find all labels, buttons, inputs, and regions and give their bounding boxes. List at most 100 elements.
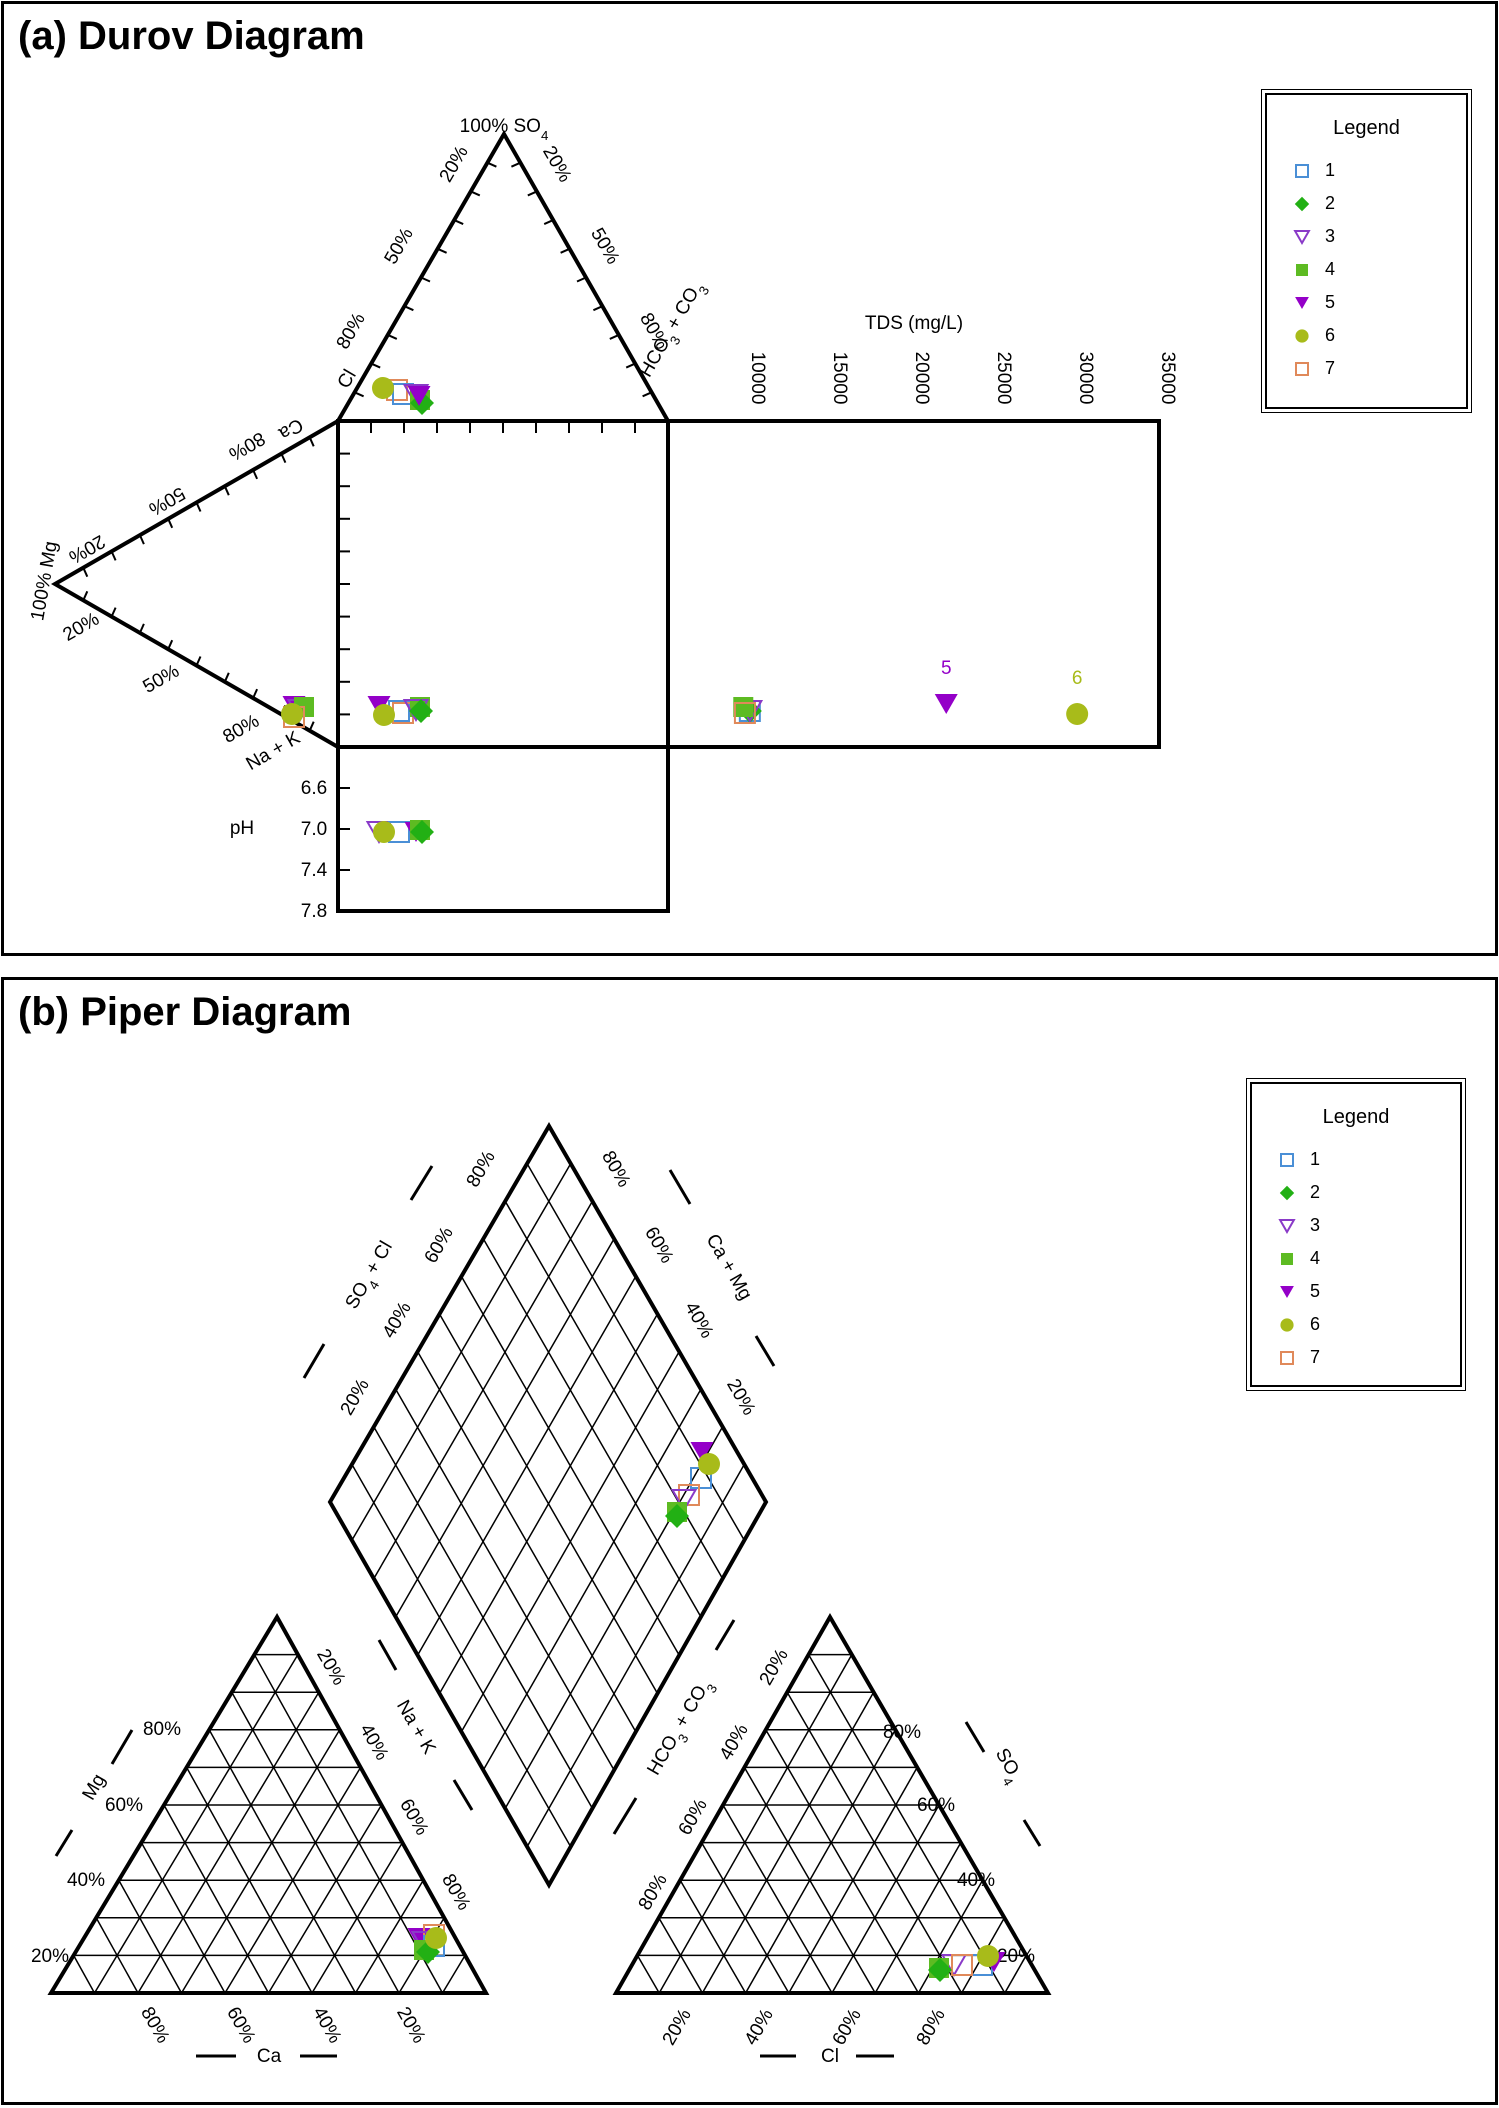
grid-line xyxy=(438,1313,659,1694)
legend-marker xyxy=(1280,1285,1294,1298)
tds-sample-point xyxy=(1066,703,1089,725)
axis-arrow-tail xyxy=(302,1343,326,1379)
percent-label: 80% xyxy=(220,711,264,748)
diamond-lower-left-label: Na + K xyxy=(392,1697,440,1759)
legend-item: 1 xyxy=(1267,154,1466,187)
percent-label: 60% xyxy=(421,1223,458,1267)
percent-label: 20% xyxy=(436,142,473,186)
tick xyxy=(82,590,89,601)
diamond-marker xyxy=(410,820,434,844)
tds-tick-label: 15000 xyxy=(829,352,850,405)
triangle-marker xyxy=(1280,1285,1294,1298)
grid-line xyxy=(765,1729,920,1994)
grid-line xyxy=(180,1729,341,1994)
legend-marker-icon xyxy=(1280,1350,1294,1365)
tick xyxy=(138,623,145,634)
legend-marker-icon xyxy=(1295,361,1309,376)
legend-marker xyxy=(1279,1185,1295,1200)
grid-line xyxy=(526,1163,745,1541)
percent-label: 80% xyxy=(913,2005,950,2049)
legend-marker xyxy=(1295,296,1309,309)
sample-point xyxy=(373,821,395,843)
tick xyxy=(543,219,554,226)
diamond xyxy=(327,1122,769,1890)
percent-label: 20% xyxy=(659,2005,696,2049)
tick xyxy=(195,656,202,666)
percent-label: 40% xyxy=(67,1870,105,1891)
circle-marker xyxy=(372,377,394,399)
legend-label: 2 xyxy=(1310,1182,1321,1202)
legend-label: 7 xyxy=(1325,358,1336,378)
grid-line xyxy=(722,1804,833,1994)
percent-label: 20% xyxy=(65,530,109,567)
grid-line xyxy=(163,1804,270,1994)
circle-marker xyxy=(698,1453,720,1475)
tick xyxy=(592,305,603,312)
tds-axis-label: TDS (mg/L) xyxy=(865,313,963,334)
legend-item: 5 xyxy=(1267,286,1466,319)
grid-line xyxy=(137,1691,320,1994)
sample-point xyxy=(951,1954,973,1976)
axis-arrow xyxy=(452,1779,474,1811)
legend-marker xyxy=(1293,229,1311,245)
tick xyxy=(252,688,259,699)
percent-label: 20% xyxy=(392,2004,429,2048)
percent-label: 40% xyxy=(680,1299,717,1343)
percent-label: 80% xyxy=(225,427,269,464)
legend-label: 1 xyxy=(1325,160,1336,180)
percent-label: 60% xyxy=(105,1795,143,1816)
tick xyxy=(527,190,538,197)
axis-arrow xyxy=(964,1721,986,1753)
legend-marker-icon xyxy=(1295,296,1309,309)
legend-marker-icon xyxy=(1293,229,1311,245)
tick xyxy=(486,161,497,168)
legend-marker xyxy=(1278,1218,1296,1234)
sample-point xyxy=(977,1945,999,1967)
tick xyxy=(453,219,464,226)
percent-label: 80% xyxy=(463,1147,500,1191)
percent-label: 20% xyxy=(31,1946,69,1967)
percent-label: 40% xyxy=(355,1721,392,1765)
percent-label: 80% xyxy=(437,1871,474,1915)
tick xyxy=(252,469,259,480)
tick xyxy=(308,436,315,447)
triangle-marker xyxy=(1293,229,1311,245)
anion-apex-label: 100% SO4 xyxy=(460,116,549,143)
legend-item: 7 xyxy=(1267,352,1466,385)
legend-marker xyxy=(1294,196,1310,211)
right-bottom-label: Cl xyxy=(821,2046,839,2067)
tick xyxy=(308,721,315,732)
axis-arrow-tail xyxy=(754,1335,776,1367)
triangle-marker xyxy=(407,386,431,406)
diamond-marker xyxy=(665,1504,689,1528)
triangle-marker xyxy=(670,1489,698,1513)
grid-line xyxy=(267,1804,383,1994)
sample-point xyxy=(698,1453,720,1475)
tds-sample-point xyxy=(934,694,958,714)
grid-line xyxy=(482,1238,702,1618)
legend-label: 2 xyxy=(1325,193,1336,213)
legend-item: 3 xyxy=(1252,1209,1460,1242)
legend-marker-icon xyxy=(1280,1285,1294,1298)
percent-label: 20% xyxy=(997,1946,1035,1967)
ph-tick-label: 7.4 xyxy=(301,860,328,881)
grid-line xyxy=(208,1729,357,1994)
diamond-upper-right-label: Ca + Mg xyxy=(702,1231,756,1304)
legend-item: 4 xyxy=(1252,1242,1460,1275)
tick xyxy=(576,276,587,283)
square-marker xyxy=(1280,1350,1294,1365)
percent-label: 40% xyxy=(957,1870,995,1891)
grid-line xyxy=(636,1955,660,1994)
percent-label: 60% xyxy=(829,2005,866,2049)
square-marker xyxy=(1280,1152,1294,1167)
grid-line xyxy=(460,1351,680,1733)
axis-arrow-tail xyxy=(54,1829,74,1857)
grid-line xyxy=(1004,1955,1027,1994)
piper-diagram: 20%40%60%80%80%60%40%20%20%40%60%80%MgCa… xyxy=(31,1122,1052,2067)
legend-marker-icon xyxy=(1278,1218,1296,1234)
percent-label: 50% xyxy=(140,661,184,698)
diamond-marker xyxy=(409,699,433,723)
